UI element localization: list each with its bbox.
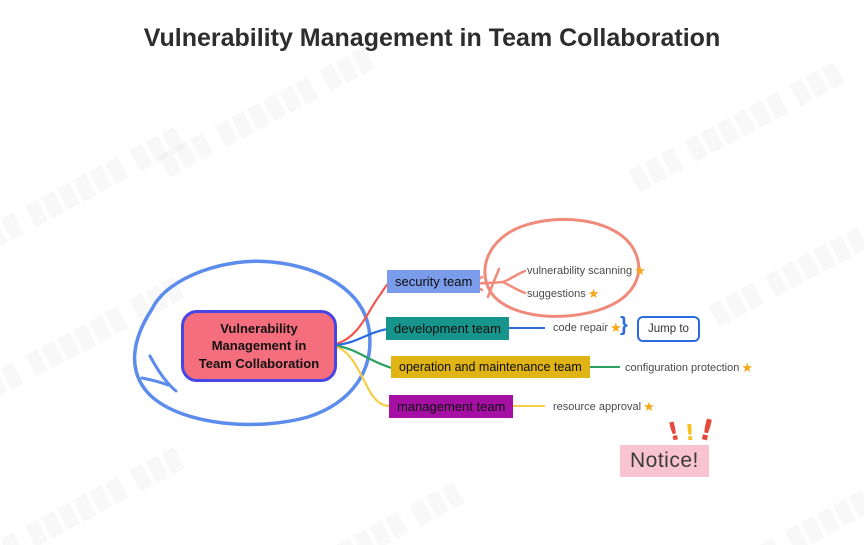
connector-management xyxy=(334,345,392,408)
leaf-label: configuration protection xyxy=(625,361,740,374)
exclamation-red-icon: ! xyxy=(664,416,683,447)
notice-label[interactable]: Notice! xyxy=(620,445,709,477)
exclamation-yellow-icon: ! xyxy=(683,420,696,447)
leaf-label: suggestions xyxy=(527,287,586,300)
star-icon: ★ xyxy=(643,399,655,414)
root-node-line: Team Collaboration xyxy=(198,355,320,371)
leaf-label: code repair xyxy=(553,321,609,334)
root-node-line: Management in xyxy=(211,338,307,354)
connector-security xyxy=(334,281,391,346)
star-icon: ★ xyxy=(610,320,622,335)
curly-brace: } xyxy=(620,314,628,336)
branch-operation-maintenance-team[interactable]: operation and maintenance team xyxy=(391,356,590,378)
branch-security-team[interactable]: security team xyxy=(387,270,481,293)
star-icon: ★ xyxy=(587,286,600,301)
leaf-suggestions[interactable]: suggestions ★ xyxy=(527,287,599,300)
leaf-resource-approval[interactable]: resource approval ★ xyxy=(553,400,655,413)
leaf-code-repair[interactable]: code repair ★ xyxy=(553,321,622,334)
leaf-vulnerability-scanning[interactable]: vulnerability scanning ★ xyxy=(527,264,646,277)
root-node-line: Vulnerability xyxy=(220,321,298,337)
connector-operation xyxy=(334,344,394,370)
jump-to-button[interactable]: Jump to xyxy=(637,316,700,342)
blue-circle-annotation[interactable] xyxy=(132,259,372,427)
branch-management-team[interactable]: management team xyxy=(389,395,514,418)
leaf-configuration-protection[interactable]: configuration protection ★ xyxy=(625,361,753,374)
page-title: Vulnerability Management in Team Collabo… xyxy=(143,24,721,52)
leaf-label: vulnerability scanning xyxy=(527,264,633,277)
exclamation-marks-icon[interactable]: ! ! ! xyxy=(664,412,718,448)
leaf-label: resource approval xyxy=(553,400,642,413)
salmon-circle-annotation[interactable] xyxy=(483,217,641,318)
branch-development-team[interactable]: development team xyxy=(386,317,509,340)
root-node[interactable]: Vulnerability Management in Team Collabo… xyxy=(181,310,337,382)
connector-development xyxy=(334,327,390,347)
star-icon: ★ xyxy=(741,360,754,375)
star-icon: ★ xyxy=(634,263,646,278)
